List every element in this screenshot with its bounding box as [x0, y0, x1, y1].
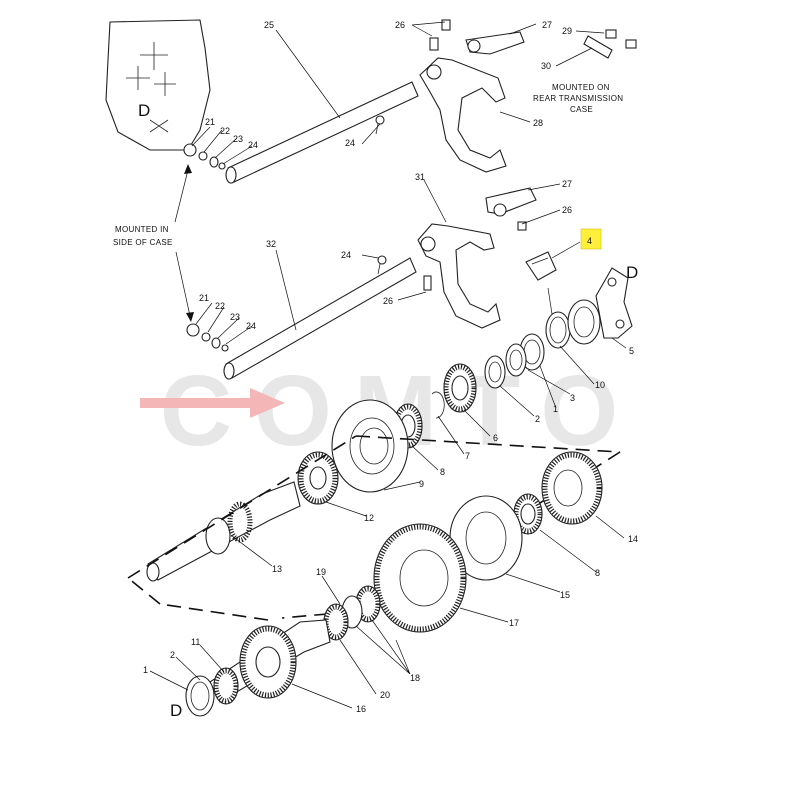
callout-7: 7	[465, 451, 470, 461]
leader-lines	[149, 21, 627, 709]
callout-4: 4	[587, 236, 592, 246]
callout-21-top: 21	[205, 117, 215, 127]
callout-5: 5	[629, 346, 634, 356]
main-shaft	[146, 481, 301, 582]
svg-text:MOUNTED ON: MOUNTED ON	[552, 83, 610, 92]
callout-11: 11	[191, 637, 200, 647]
callout-26-right: 26	[562, 205, 572, 215]
case-location-sketch: D	[105, 19, 211, 151]
bearing-cup-lower	[185, 675, 215, 717]
clutch-drum-9	[331, 399, 409, 493]
callout-27-top: 27	[542, 20, 552, 30]
watermark-arrow-icon	[140, 388, 285, 418]
callout-3: 3	[570, 393, 575, 403]
gear-6	[443, 363, 477, 413]
callout-6: 6	[493, 433, 498, 443]
fork-bracket-upper	[465, 31, 525, 55]
callout-1-lower: 1	[143, 665, 148, 675]
screw-upper	[429, 19, 451, 51]
callout-24-a: 24	[345, 138, 355, 148]
callout-26-lower: 26	[383, 296, 393, 306]
callout-8-upper: 8	[440, 467, 445, 477]
detent-parts-upper	[183, 143, 226, 170]
callout-22-top: 22	[220, 126, 230, 136]
shift-fork-lower	[417, 223, 501, 329]
callout-20: 20	[380, 690, 390, 700]
callout-labels: 25 26 27 29 30 28 24 21 22 23 24 31 27 2…	[143, 20, 638, 714]
callout-29: 29	[562, 26, 572, 36]
callout-1-upper: 1	[553, 404, 558, 414]
view-marker-d-sketch: D	[138, 101, 150, 120]
callout-16: 16	[356, 704, 366, 714]
countershaft	[209, 619, 331, 705]
shift-rail-upper	[225, 81, 419, 184]
svg-text:CASE: CASE	[570, 105, 593, 114]
shift-rail-lower	[223, 255, 417, 380]
callout-21-lower: 21	[199, 293, 209, 303]
needle-bearing-lower	[513, 493, 543, 535]
snap-ring-7	[431, 391, 445, 419]
callout-30: 30	[541, 61, 551, 71]
bolts-and-plate	[583, 29, 637, 59]
bearing-pair-18	[323, 585, 381, 641]
highlight-marker	[580, 228, 602, 250]
svg-text:REAR TRANSMISSION: REAR TRANSMISSION	[533, 94, 623, 103]
retainer-clip	[525, 251, 557, 281]
callout-10: 10	[595, 380, 605, 390]
callout-24-d: 24	[246, 321, 256, 331]
svg-text:SIDE OF CASE: SIDE OF CASE	[113, 238, 173, 247]
callout-23-lower: 23	[230, 312, 240, 322]
view-marker-d-countershaft: D	[170, 701, 182, 720]
callout-23-top: 23	[233, 134, 243, 144]
gear-14	[541, 451, 603, 525]
shift-fork-upper	[419, 57, 507, 173]
callout-8-lower: 8	[595, 568, 600, 578]
snap-ring	[545, 311, 571, 349]
callout-27-lower: 27	[562, 179, 572, 189]
callout-25: 25	[264, 20, 274, 30]
callout-26-top: 26	[395, 20, 405, 30]
gear-17	[373, 523, 467, 633]
callout-14: 14	[628, 534, 638, 544]
detent-parts-lower	[186, 323, 229, 352]
gear-12	[297, 451, 339, 505]
callout-22-lower: 22	[215, 301, 225, 311]
output-yoke	[567, 267, 633, 345]
note-side-of-case: MOUNTED IN SIDE OF CASE	[113, 164, 194, 322]
view-marker-d-yoke: D	[626, 263, 638, 282]
callout-2-upper: 2	[535, 414, 540, 424]
callout-18: 18	[410, 673, 420, 683]
note-rear-case: MOUNTED ON REAR TRANSMISSION CASE	[533, 83, 623, 114]
callout-28: 28	[533, 118, 543, 128]
callout-32: 32	[266, 239, 276, 249]
bearing-cone-upper	[505, 343, 527, 377]
callout-15: 15	[560, 590, 570, 600]
callout-13: 13	[272, 564, 282, 574]
callout-2-lower: 2	[170, 650, 175, 660]
callout-31: 31	[415, 172, 425, 182]
callout-17: 17	[509, 618, 519, 628]
callout-24-c: 24	[341, 250, 351, 260]
callout-19: 19	[316, 567, 326, 577]
fork-bracket-lower	[485, 187, 537, 231]
svg-text:MOUNTED IN: MOUNTED IN	[115, 225, 169, 234]
spacer-upper	[484, 355, 506, 389]
callout-9: 9	[419, 479, 424, 489]
callout-12: 12	[364, 513, 374, 523]
callout-24-b: 24	[248, 140, 258, 150]
